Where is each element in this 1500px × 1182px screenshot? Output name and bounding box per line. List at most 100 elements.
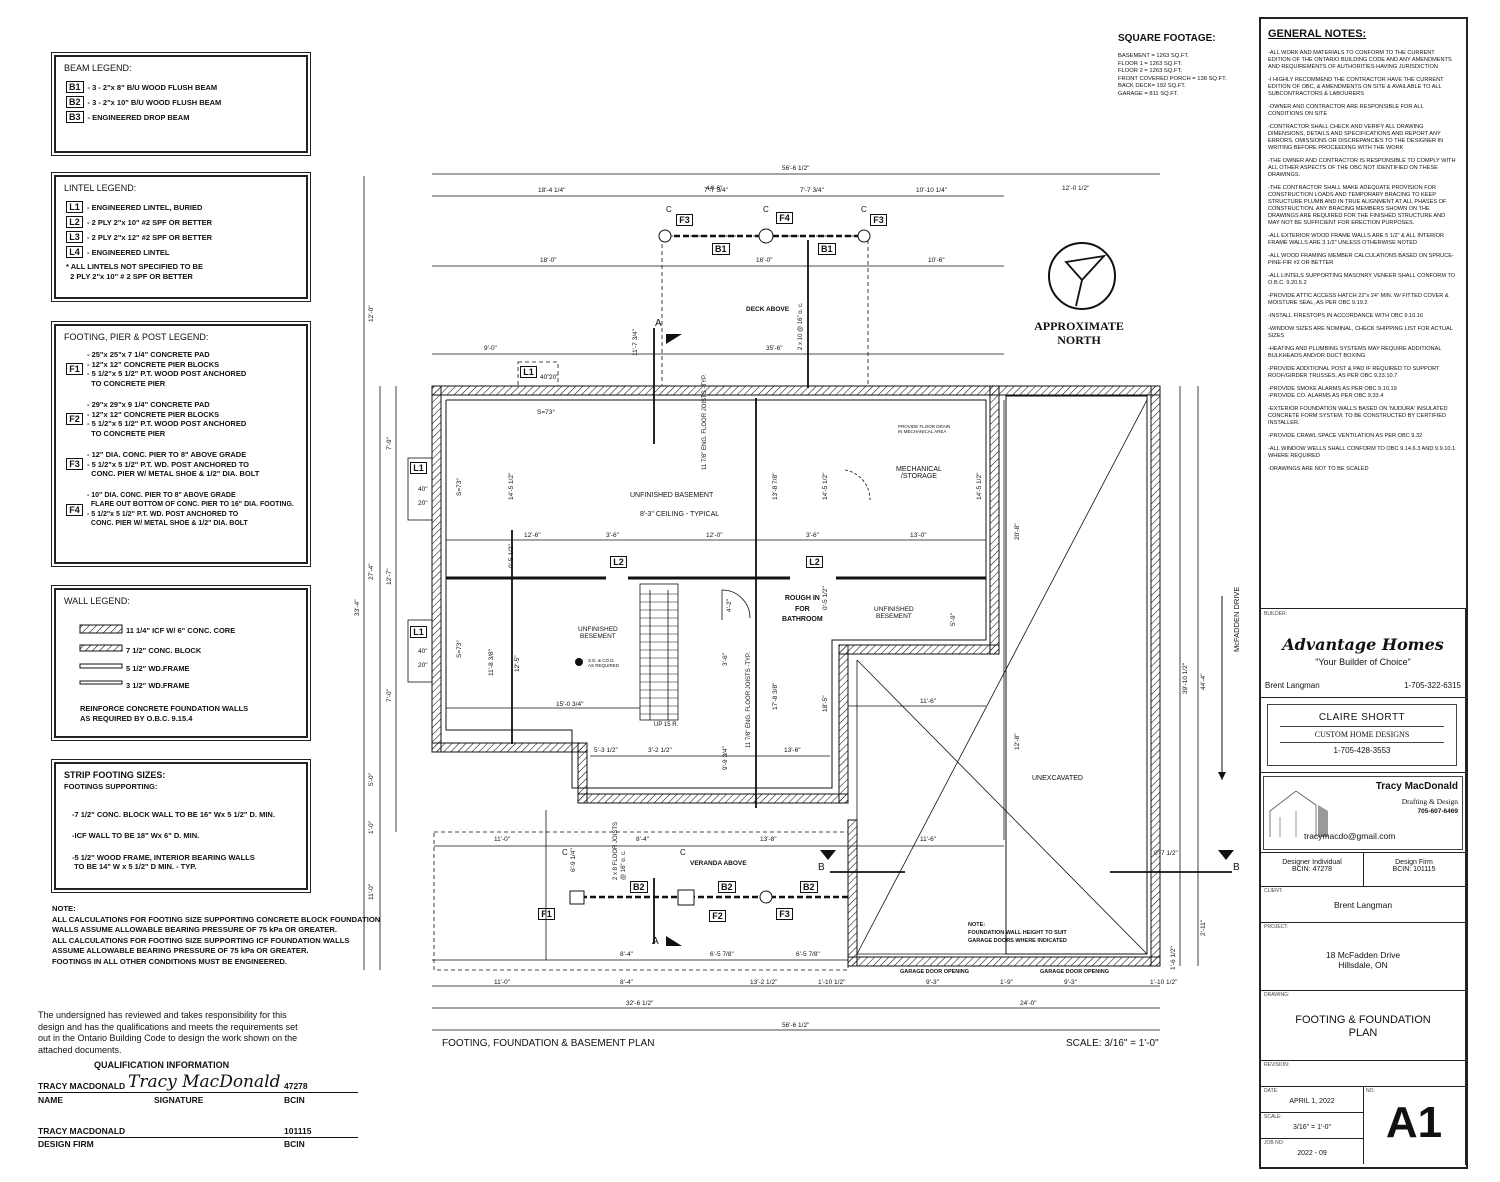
beam-tag-b1: B1 [818, 243, 836, 255]
footing-text: - 12" DIA. CONC. PIER TO 8" ABOVE GRADE … [87, 450, 260, 478]
beam-tag-b2: B2 [630, 881, 648, 893]
dimension-label: 20" [418, 500, 428, 507]
footing-tag-f3: F3 [870, 214, 887, 226]
dimension-label: 44'-6" [706, 185, 723, 192]
square-footage-list: BASEMENT = 1263 SQ.FT. FLOOR 1 = 1263 SQ… [1118, 53, 1227, 99]
floor-drain-note: PROVIDE FLOOR DRAIN IN MECHANICAL AREA [898, 424, 951, 434]
dimension-label: 14'-5 1/2" [822, 472, 829, 500]
dimension-label: 12'-7" [386, 568, 393, 585]
north-label: APPROXIMATE NORTH [1024, 319, 1134, 347]
dimension-label: 18'-5" [822, 695, 829, 712]
dimension-label: 9'-3" [926, 979, 939, 986]
basement-label: UNFINISHED BASEMENT [630, 492, 714, 499]
footing-tag-f4: F4 [776, 212, 793, 224]
dimension-label: 20" [418, 662, 428, 669]
dimension-label: 12'-0 1/2" [1062, 185, 1090, 192]
grid-c-marker: C [562, 848, 568, 857]
footing-tag-f1: F1 [538, 908, 555, 920]
dimension-label: 40" [540, 374, 550, 381]
dimension-label: 5'-9" [950, 613, 957, 626]
dimension-label: 1'-0" [368, 821, 375, 834]
dimension-label: 11'-8 3/8" [488, 649, 495, 676]
wall-legend-item: 7 1/2" CONC. BLOCK [126, 646, 202, 655]
north-label-line: NORTH [1057, 333, 1101, 347]
dimension-label: 7'-0" [386, 689, 393, 702]
dimension-label: 17'-8 3/8" [772, 682, 779, 710]
dimension-label: 44'-4" [1200, 673, 1207, 690]
designer1-name: CLAIRE SHORTT [1318, 712, 1406, 723]
lintel-legend-item: L2- 2 PLY 2"x 10" #2 SPF OR BETTER [66, 216, 306, 228]
designer2-card: Tracy MacDonald Drafting & Design 705-60… [1263, 776, 1463, 850]
dimension-label: 9'-9 3/4" [722, 746, 729, 770]
general-note: -INSTALL FIRESTOPS IN ACCORDANCE WITH OB… [1268, 313, 1424, 319]
lintel-legend-item: L3- 2 PLY 2"x 12" #2 SPF OR BETTER [66, 231, 306, 243]
icf-wall-swatch [79, 624, 123, 634]
beam-legend-title: BEAM LEGEND: [64, 63, 132, 73]
sqft-line: FRONT COVERED PORCH = 138 SQ.FT. [1118, 75, 1227, 82]
designer2-email: tracymacdo@gmail.com [1304, 831, 1396, 841]
sheet-number-cell: NO. A1 [1363, 1086, 1465, 1164]
section-a-marker: A [652, 936, 659, 947]
grid-c-marker: C [666, 205, 672, 214]
calculation-note: NOTE: ALL CALCULATIONS FOR FOOTING SIZE … [52, 904, 381, 966]
deck-label: DECK ABOVE [746, 306, 790, 313]
dimension-label: 15'-0 3/4" [556, 701, 584, 708]
dimension-label: 1'-9" [1000, 979, 1013, 986]
beam-text: - 3 - 2"x 10" B/U WOOD FLUSH BEAM [87, 97, 222, 107]
dimension-label: 7'-9" [386, 437, 393, 450]
drawing-label: DRAWING: [1264, 992, 1290, 998]
general-note: -ALL WOOD FRAMING MEMBER CALCULATIONS BA… [1268, 253, 1454, 266]
dimension-label: 11'-0" [494, 836, 511, 843]
qualification-name: TRACY MACDONALD [38, 1081, 126, 1091]
beam-legend-item: B2- 3 - 2"x 10" B/U WOOD FLUSH BEAM [66, 96, 306, 108]
east-wall [1150, 385, 1161, 967]
beam-legend-item: B1- 3 - 2"x 8" B/U WOOD FLUSH BEAM [66, 81, 306, 93]
dimension-label: 13'-2 1/2" [750, 979, 778, 986]
strip-footing-title: STRIP FOOTING SIZES: [64, 770, 166, 780]
dimension-label: 13'-8" [760, 836, 777, 843]
foundation-walls [431, 385, 1161, 967]
sheet-number: A1 [1385, 1098, 1443, 1147]
lintel-tag: L1 [66, 201, 83, 213]
dimension-label: 6'-9 1/4" [570, 848, 577, 872]
bcin-label: BCIN [284, 1095, 305, 1105]
footing-text: - 10" DIA. CONC. PIER TO 8" ABOVE GRADE … [87, 491, 294, 528]
lintel-text: - ENGINEERED LINTEL, BURIED [87, 202, 203, 212]
sqft-line: FLOOR 2 = 1263 SQ.FT. [1118, 68, 1182, 75]
dimension-label: 10'-6" [928, 257, 945, 264]
designer1-section: CLAIRE SHORTT CUSTOM HOME DESIGNS 1-705-… [1260, 696, 1466, 773]
smoke-alarm-icon [575, 658, 583, 666]
dimension-label: 3'-6" [722, 653, 729, 666]
dimension-label: 1'-10 1/2" [1150, 979, 1178, 986]
dimension-label: 4'-2" [726, 599, 733, 612]
sqft-line: BACK DECK= 192 SQ.FT. [1118, 83, 1186, 90]
dimension-label: 1'-10 1/2" [818, 979, 846, 986]
lintel-tag-l1: L1 [520, 366, 537, 378]
general-note: -CONTRACTOR SHALL CHECK AND VERIFY ALL D… [1268, 124, 1444, 151]
lintel-tag-l2: L2 [806, 556, 823, 568]
north-wall [431, 385, 1161, 396]
general-notes-title: GENERAL NOTES: [1268, 28, 1367, 40]
designer2-phone: 705-607-6469 [1417, 808, 1458, 815]
garage-west-lower [847, 819, 858, 967]
dimension-label: 14'-5 1/2" [976, 472, 983, 500]
designer1-phone: 1-705-428-3553 [1333, 746, 1391, 755]
wall-legend-title: WALL LEGEND: [64, 596, 130, 606]
lintel-note: * ALL LINTELS NOT SPECIFIED TO BE 2 PLY … [66, 262, 203, 281]
general-note: -ALL EXTERIOR WOOD FRAME WALLS ARE 5 1/2… [1268, 233, 1445, 246]
firm-bcin: 101115 [284, 1126, 312, 1136]
dimension-label: 0'-5 1/2" [508, 544, 515, 568]
sd-co-note: S.D. & CO.D. AS REQUIRED [588, 658, 620, 668]
dimension-label: S=73° [456, 478, 463, 496]
wall-legend: WALL LEGEND: 11 1/4" ICF W/ 6" CONC. COR… [51, 585, 311, 741]
general-note: -OWNER AND CONTRACTOR ARE RESPONSIBLE FO… [1268, 104, 1424, 117]
dimension-label: 3'-2 1/2" [648, 747, 672, 754]
signature-label: SIGNATURE [154, 1095, 204, 1105]
date-label: DATE: [1264, 1088, 1279, 1094]
footing-tag-f2: F2 [709, 910, 726, 922]
footing-legend: FOOTING, PIER & POST LEGEND: F1- 25"x 25… [51, 321, 311, 567]
qualification-statement: The undersigned has reviewed and takes r… [38, 1010, 298, 1055]
south-wall-mid [577, 793, 849, 804]
garage-south-wall [847, 956, 1161, 967]
designer-individual-label: Designer Individual [1282, 859, 1342, 866]
